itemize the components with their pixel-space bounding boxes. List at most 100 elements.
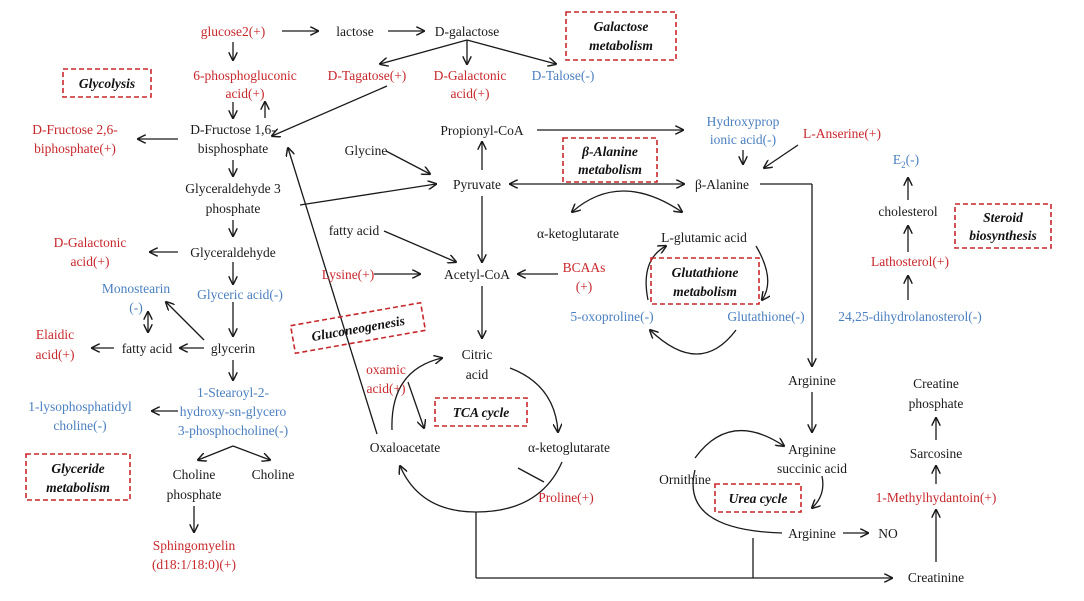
metabolite-lysophosphatidyl-line2: choline(-) [53,418,106,433]
metabolite-creatine-phosphate-line2: phosphate [909,396,964,411]
arrow-oxaloacetate-citric [391,358,442,431]
metabolite-g3p-line2: phosphate [206,201,261,216]
metabolite-bcaas-line1: BCAAs [563,260,606,275]
arrow-galactose-talose [466,39,556,64]
arrow-ketoglutarate-glutamic [572,190,682,212]
metabolite-arginine-lower: Arginine [788,526,836,541]
arrow-g3p-pyruvate [299,184,436,206]
metabolite-phosphogluconic-line1: 6-phosphogluconic [193,68,297,83]
metabolite-glyceric-acid: Glyceric acid(-) [197,287,283,302]
metabolite-5-oxoproline: 5-oxoproline(-) [570,309,653,324]
metabolite-glucose2: glucose2(+) [201,24,266,39]
pathway-steroid-line2: biosynthesis [969,228,1037,243]
metabolite-stearoyl-line3: 3-phosphocholine(-) [178,423,288,438]
arrow-glycine-pyruvate [385,150,430,174]
metabolite-proline: Proline(+) [538,490,594,505]
metabolite-creatinine: Creatinine [908,570,964,585]
metabolite-d-galactonic-left-line1: D-Galactonic [54,235,127,250]
pathway-box-galactose [565,11,677,61]
metabolite-monostearin-line1: Monostearin [102,281,170,296]
arrow-oxaloacetate-fructose16 [288,148,378,435]
metabolite-glutathione: Glutathione(-) [727,309,804,324]
metabolite-l-glutamic: L-glutamic acid [661,230,747,245]
metabolite-oxaloacetate: Oxaloacetate [370,440,440,455]
metabolite-labels: glucose2(+) lactose D-galactose 6-phosph… [28,24,996,585]
metabolite-alpha-ketoglutarate-tca: α-ketoglutarate [528,440,610,455]
arc-arginine-ornithine [692,469,783,534]
metabolite-fatty-acid-center: fatty acid [329,223,380,238]
pathway-galactose-line1: Galactose [594,19,649,34]
pathway-glutathione-line2: metabolism [673,284,737,299]
metabolite-propionyl-coa: Propionyl-CoA [440,123,524,138]
arrow-stearoyl-cholinephosphate [198,445,234,460]
metabolite-argininosuccinic-line2: succinic acid [777,461,847,476]
pathway-glyceride-line2: metabolism [46,480,110,495]
metabolite-choline: Choline [252,467,295,482]
metabolite-d-galactonic-top-line1: D-Galactonic [434,68,507,83]
pathway-box-steroid [954,203,1052,249]
pathway-galactose-line2: metabolism [589,38,653,53]
metabolite-bcaas-line2: (+) [576,279,593,294]
pathway-glutathione-line1: Glutathione [672,265,739,280]
metabolite-d-galactonic-top-line2: acid(+) [450,86,489,101]
metabolite-lysophosphatidyl-line1: 1-lysophosphatidyl [28,399,132,414]
metabolite-d-galactose: D-galactose [435,24,499,39]
metabolite-elaidic-line2: acid(+) [35,347,74,362]
metabolite-hydroxypropionic-line2: ionic acid(-) [710,132,776,147]
metabolite-d-tagatose: D-Tagatose(+) [328,68,407,83]
metabolite-sphingomyelin-line2: (d18:1/18:0)(+) [152,557,236,572]
metabolite-arginine-upper: Arginine [788,373,836,388]
pathway-box-glycolysis [62,68,152,98]
pathway-beta-alanine-line1: β-Alanine [581,144,638,159]
arrow-oxamic-oxaloacetate [407,381,424,428]
arrow-proline-cycle [517,467,545,483]
metabolite-phosphogluconic-line2: acid(+) [225,86,264,101]
metabolite-ornithine: Ornithine [659,472,711,487]
pathway-box-glutathione [650,257,760,305]
arrow-tagatose-fructose16 [272,85,388,136]
metabolite-citric-line2: acid [466,367,489,382]
metabolite-e2: E2(-) [893,152,919,170]
metabolite-elaidic-line1: Elaidic [36,327,74,342]
metabolite-oxamic-line2: acid(+) [366,381,405,396]
metabolite-cholesterol: cholesterol [878,204,937,219]
pathway-boxes: Galactose metabolism Glycolysis β-Alanin… [25,11,1052,513]
arrow-glutamic-glutathione [755,245,768,300]
metabolite-fructose26-line1: D-Fructose 2,6- [32,122,118,137]
metabolite-no: NO [878,526,898,541]
metabolite-oxamic-line1: oxamic [366,362,406,377]
arrow-citric-ketoglutarate [509,367,558,432]
metabolite-stearoyl-line2: hydroxy-sn-glycero [180,404,287,419]
e2-base: E [893,152,901,167]
arrow-glycerin-monostearin [166,302,205,341]
metabolite-fructose16-line2: bisphosphate [198,141,269,156]
metabolite-argininosuccinic-line1: Arginine [788,442,836,457]
pathway-tca: TCA cycle [453,405,510,420]
metabolite-sphingomyelin-line1: Sphingomyelin [153,538,236,553]
metabolite-dihydrolanosterol: 24,25-dihydrolanosterol(-) [838,309,982,324]
metabolite-pyruvate: Pyruvate [453,177,501,192]
arrow-glutathione-oxoproline [650,330,737,355]
pathway-beta-alanine-line2: metabolism [578,162,642,177]
pathway-box-gluconeogenesis [289,301,427,355]
metabolite-glyceraldehyde: Glyceraldehyde [190,245,275,260]
arrow-oxoproline-glutamic [645,246,666,301]
metabolite-citric-line1: Citric [462,347,493,362]
pathway-box-beta-alanine [562,137,658,183]
metabolite-l-anserine: L-Anserine(+) [803,126,881,141]
pathway-steroid-line1: Steroid [983,210,1023,225]
pathway-gluconeogenesis-group: Gluconeogenesis [289,301,427,355]
metabolite-glycine: Glycine [345,143,388,158]
metabolite-lathosterol: Lathosterol(+) [871,254,949,269]
metabolite-hydroxypropionic-line1: Hydroxyprop [707,114,780,129]
arrow-fattyacid-acetylcoa [383,230,456,262]
metabolite-lysine: Lysine(+) [322,267,375,282]
metabolite-d-talose: D-Talose(-) [532,68,595,83]
metabolite-glycerin: glycerin [211,341,255,356]
pathway-box-tca [434,397,528,427]
e2-subscript: 2 [901,160,906,170]
arrow-stearoyl-choline [232,445,270,460]
pathway-box-glyceride [25,453,131,501]
metabolite-lactose: lactose [336,24,373,39]
metabolite-choline-phosphate-line1: Choline [173,467,216,482]
